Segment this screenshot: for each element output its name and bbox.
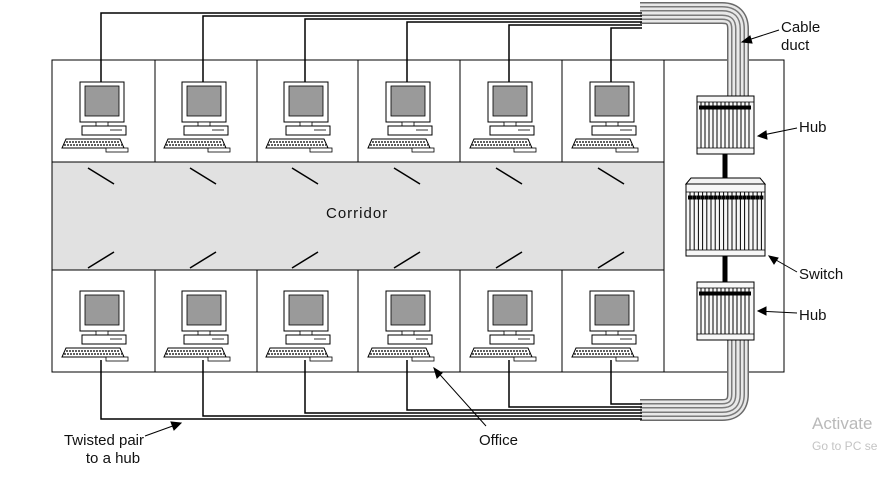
cable-duct-label-line2: duct — [781, 37, 810, 54]
rack-led — [699, 105, 703, 110]
rack-led — [735, 105, 739, 110]
hub-bottom — [696, 281, 755, 341]
activate-watermark: Activate — [812, 414, 873, 433]
rack-led — [711, 105, 715, 110]
office-doors — [87, 167, 625, 269]
rack-led — [704, 195, 709, 200]
rack-led — [738, 195, 743, 200]
rack-led — [727, 105, 731, 110]
cable-duct — [640, 2, 749, 421]
twisted-pair-label-line1: Twisted pair — [63, 432, 145, 449]
rack-led — [755, 195, 760, 200]
rack-led — [711, 291, 715, 296]
rack-led — [715, 291, 719, 296]
hub-top — [696, 95, 755, 155]
hub-top-label: Hub — [799, 119, 827, 136]
rack-led — [723, 105, 727, 110]
switch-label: Switch — [799, 266, 844, 283]
rack-led — [709, 195, 713, 200]
corridor — [51, 161, 665, 271]
rack-led — [699, 291, 703, 296]
rack-led — [735, 291, 739, 296]
cables-top — [100, 12, 642, 82]
office-walls — [154, 60, 563, 372]
activate-watermark-sub: Go to PC se — [812, 439, 878, 453]
annotation-arrows — [144, 29, 798, 437]
switch-device — [684, 177, 767, 257]
rack-led — [696, 195, 701, 200]
rack-led — [739, 105, 743, 110]
rack-led — [707, 291, 711, 296]
rack-led — [688, 195, 692, 200]
cable-duct-label-line1: Cable — [781, 19, 821, 36]
rack-led — [731, 105, 735, 110]
rack-led — [721, 195, 726, 200]
hub-bottom-label: Hub — [799, 307, 827, 324]
rack-led — [719, 291, 723, 296]
cable-duct-label: Cable duct — [781, 19, 820, 55]
twisted-pair-label: Twisted pair to a hub — [52, 432, 156, 468]
rack-led — [743, 291, 747, 296]
rack-led — [731, 291, 735, 296]
rack-led — [747, 105, 751, 110]
rack-led — [739, 291, 743, 296]
rack-led — [692, 195, 697, 200]
cables-bottom — [100, 360, 642, 420]
rack-led — [751, 195, 755, 200]
rack-led — [719, 105, 723, 110]
rack-led — [743, 105, 747, 110]
rack-led — [734, 195, 739, 200]
rack-led — [759, 195, 764, 200]
rack-led — [725, 195, 730, 200]
rack-led — [727, 291, 731, 296]
rack-led — [730, 195, 734, 200]
rack-led — [703, 291, 707, 296]
rack-led — [742, 195, 747, 200]
rack-led — [703, 105, 707, 110]
office-label: Office — [479, 432, 518, 449]
rack-led — [723, 291, 727, 296]
rack-led — [746, 195, 751, 200]
twisted-pair-label-line2: to a hub — [85, 450, 141, 467]
rack-led — [747, 291, 751, 296]
rack-led — [715, 105, 719, 110]
rack-led — [700, 195, 705, 200]
rack-led — [707, 105, 711, 110]
rack-led — [713, 195, 718, 200]
rack-led — [717, 195, 722, 200]
corridor-label: Corridor — [326, 205, 389, 222]
